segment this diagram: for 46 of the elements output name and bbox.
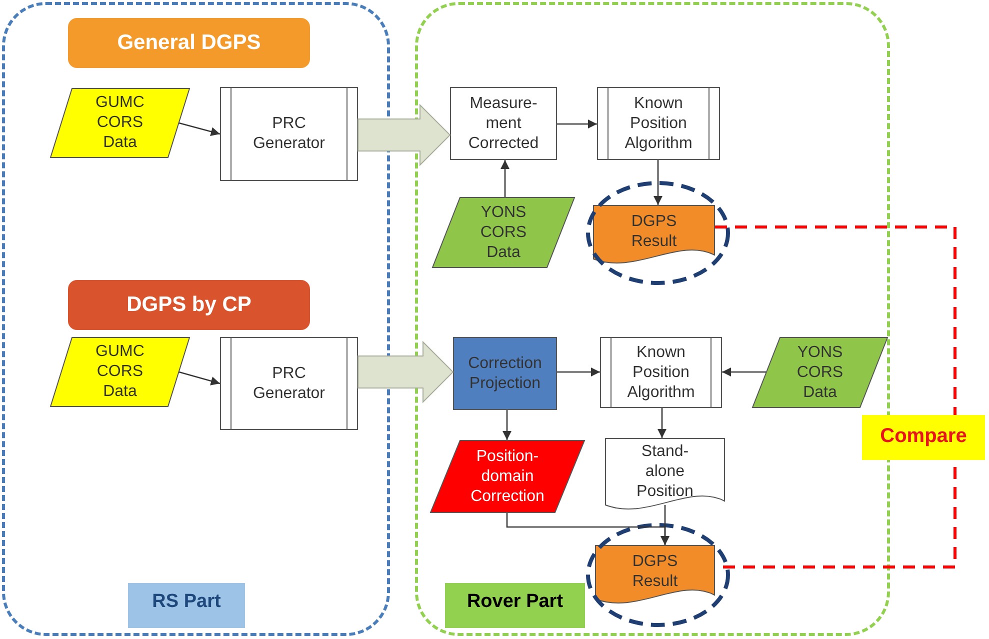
node-text: GUMC CORS Data <box>94 342 146 402</box>
node-text: YONS CORS Data <box>796 342 844 402</box>
node-text: DGPS Result <box>631 552 679 592</box>
data-parallelogram <box>430 440 585 513</box>
node-text: YONS CORS Data <box>479 202 528 262</box>
node-text: Measure- ment Corrected <box>467 94 540 154</box>
node-text: GUMC CORS Data <box>94 93 146 153</box>
node-text: DGPS Result <box>630 212 678 252</box>
data-parallelogram <box>432 197 575 268</box>
arrow <box>500 160 510 197</box>
title-banner <box>68 280 310 330</box>
data-parallelogram <box>752 337 888 408</box>
block-arrow <box>358 340 454 404</box>
block-arrow <box>358 104 451 166</box>
arrow <box>502 410 512 440</box>
arrow <box>178 371 220 386</box>
node-text: Stand- alone Position <box>636 442 694 502</box>
arrow <box>557 119 597 129</box>
node-text: DGPS by CP <box>126 295 252 315</box>
process-box <box>453 337 557 410</box>
data-parallelogram <box>50 337 190 407</box>
dashed-connector <box>715 226 956 568</box>
arrow <box>506 513 670 545</box>
process-box <box>600 337 722 408</box>
part-label: Rover Part <box>445 583 585 628</box>
node-text: Known Position Algorithm <box>624 94 694 154</box>
dashed-region <box>2 2 390 636</box>
node-text: Correction Projection <box>467 354 543 394</box>
arrow <box>657 408 667 438</box>
arrow <box>557 367 600 377</box>
data-parallelogram <box>50 88 190 158</box>
process-box <box>220 337 358 430</box>
part-label: RS Part <box>128 583 245 628</box>
node-text: PRC Generator <box>252 114 326 154</box>
edge-label: Compare <box>862 415 985 460</box>
node-text: Position- domain Correction <box>470 446 546 506</box>
arrow <box>178 122 220 136</box>
arrow <box>653 160 663 205</box>
title-banner <box>68 18 310 68</box>
process-box <box>450 87 557 160</box>
node-text: General DGPS <box>117 33 261 53</box>
node-text: Known Position Algorithm <box>626 342 696 402</box>
arrow <box>722 367 766 377</box>
process-box <box>597 87 720 160</box>
process-box <box>220 87 358 181</box>
node-text: PRC Generator <box>252 364 326 404</box>
